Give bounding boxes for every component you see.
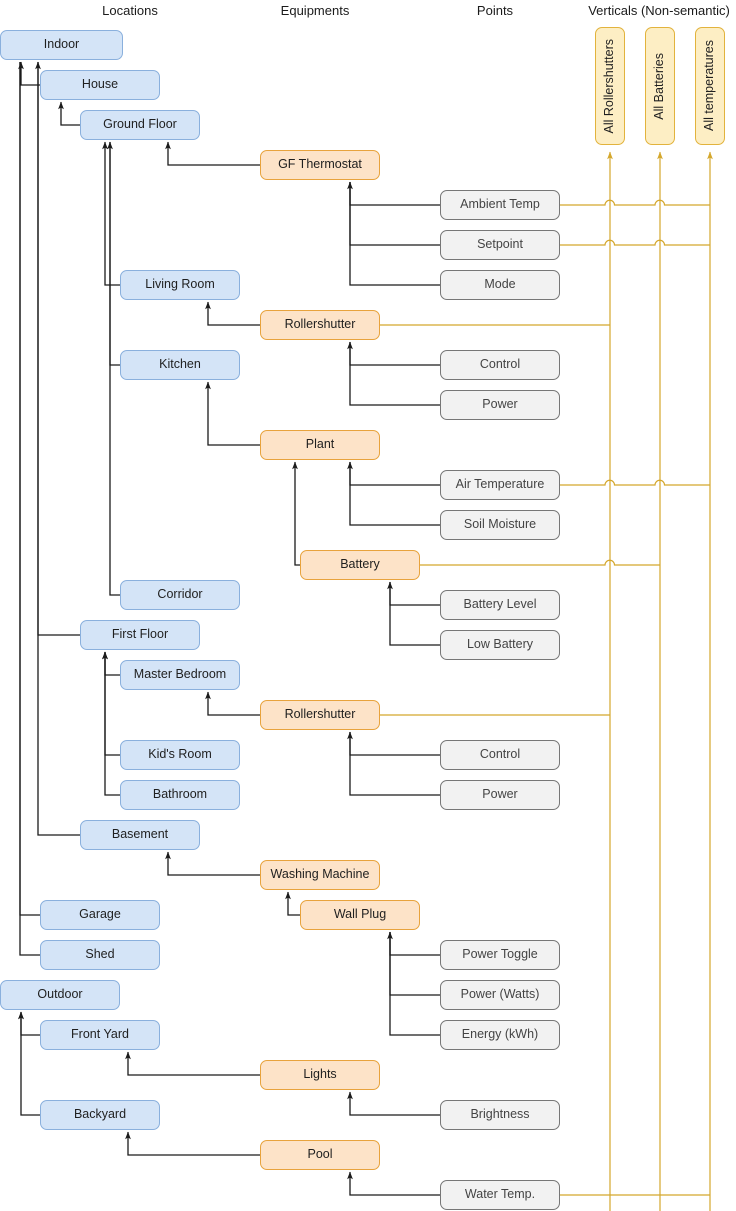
column-header-verticals: Verticals (Non-semantic) [588, 3, 730, 18]
node-label: Rollershutter [284, 317, 356, 332]
node-house[interactable]: House [40, 70, 160, 100]
node-ground-floor[interactable]: Ground Floor [80, 110, 200, 140]
node-label: Power [482, 787, 518, 802]
node-label: Wall Plug [333, 907, 387, 922]
node-energy-kwh[interactable]: Energy (kWh) [440, 1020, 560, 1050]
node-mode[interactable]: Mode [440, 270, 560, 300]
node-control-ground-floor[interactable]: Control [440, 350, 560, 380]
node-label: House [81, 77, 119, 92]
node-label: All Batteries [652, 52, 667, 120]
node-label: Kid's Room [148, 747, 212, 762]
vertical-edges [380, 151, 713, 1211]
node-label: All Rollershutters [602, 38, 617, 134]
node-all-batteries[interactable]: All Batteries [645, 27, 675, 145]
node-setpoint[interactable]: Setpoint [440, 230, 560, 260]
node-soil-moisture[interactable]: Soil Moisture [440, 510, 560, 540]
node-label: Power (Watts) [460, 987, 540, 1002]
node-label: Water Temp. [464, 1187, 536, 1202]
node-power-toggle[interactable]: Power Toggle [440, 940, 560, 970]
column-header-locations: Locations [102, 3, 158, 18]
node-label: Ambient Temp [460, 197, 540, 212]
node-label: Mode [484, 277, 516, 292]
node-kids-room[interactable]: Kid's Room [120, 740, 240, 770]
equipment-equipment-edges [285, 461, 300, 916]
node-label: Power [482, 397, 518, 412]
node-label: Setpoint [477, 237, 523, 252]
node-power-ground-floor[interactable]: Power [440, 390, 560, 420]
node-all-rollershutters[interactable]: All Rollershutters [595, 27, 625, 145]
node-washing-machine[interactable]: Washing Machine [260, 860, 380, 890]
node-brightness[interactable]: Brightness [440, 1100, 560, 1130]
node-label: Lights [303, 1067, 337, 1082]
node-indoor[interactable]: Indoor [0, 30, 123, 60]
node-label: Outdoor [37, 987, 83, 1002]
node-water-temp[interactable]: Water Temp. [440, 1180, 560, 1210]
node-first-floor[interactable]: First Floor [80, 620, 200, 650]
node-label: Indoor [43, 37, 80, 52]
node-low-battery[interactable]: Low Battery [440, 630, 560, 660]
node-label: Plant [305, 437, 335, 452]
node-label: Front Yard [71, 1027, 129, 1042]
node-label: Energy (kWh) [461, 1027, 539, 1042]
node-label: Rollershutter [284, 707, 356, 722]
node-all-temperatures[interactable]: All temperatures [695, 27, 725, 145]
node-label: GF Thermostat [278, 157, 362, 172]
node-label: Battery Level [463, 597, 537, 612]
column-header-equipments: Equipments [280, 3, 350, 18]
node-shed[interactable]: Shed [40, 940, 160, 970]
node-label: Backyard [73, 1107, 127, 1122]
node-label: Low Battery [466, 637, 533, 652]
node-label: Power Toggle [462, 947, 538, 962]
node-power-watts[interactable]: Power (Watts) [440, 980, 560, 1010]
node-pool[interactable]: Pool [260, 1140, 380, 1170]
node-garage[interactable]: Garage [40, 900, 160, 930]
node-front-yard[interactable]: Front Yard [40, 1020, 160, 1050]
node-label: Garage [79, 907, 121, 922]
node-battery[interactable]: Battery [300, 550, 420, 580]
node-power-first-floor[interactable]: Power [440, 780, 560, 810]
node-label: First Floor [111, 627, 169, 642]
node-ambient-temp[interactable]: Ambient Temp [440, 190, 560, 220]
node-corridor[interactable]: Corridor [120, 580, 240, 610]
node-label: Battery [340, 557, 380, 572]
node-label: Basement [111, 827, 169, 842]
node-label: Brightness [470, 1107, 530, 1122]
node-label: Living Room [145, 277, 215, 292]
node-label: Air Temperature [455, 477, 545, 492]
node-rollershutter-first-floor[interactable]: Rollershutter [260, 700, 380, 730]
node-label: Kitchen [159, 357, 201, 372]
node-rollershutter-ground-floor[interactable]: Rollershutter [260, 310, 380, 340]
node-outdoor[interactable]: Outdoor [0, 980, 120, 1010]
node-living-room[interactable]: Living Room [120, 270, 240, 300]
node-master-bedroom[interactable]: Master Bedroom [120, 660, 240, 690]
node-wall-plug[interactable]: Wall Plug [300, 900, 420, 930]
node-label: Corridor [157, 587, 203, 602]
node-basement[interactable]: Basement [80, 820, 200, 850]
node-label: Ground Floor [103, 117, 177, 132]
node-label: Master Bedroom [133, 667, 227, 682]
node-label: All temperatures [702, 40, 717, 132]
node-bathroom[interactable]: Bathroom [120, 780, 240, 810]
node-label: Pool [307, 1147, 333, 1162]
node-gf-thermostat[interactable]: GF Thermostat [260, 150, 380, 180]
node-label: Shed [85, 947, 115, 962]
column-header-points: Points [476, 3, 514, 18]
node-label: Control [479, 747, 521, 762]
node-plant[interactable]: Plant [260, 430, 380, 460]
node-label: Bathroom [152, 787, 208, 802]
node-control-first-floor[interactable]: Control [440, 740, 560, 770]
node-backyard[interactable]: Backyard [40, 1100, 160, 1130]
node-label: Washing Machine [270, 867, 370, 882]
node-label: Control [479, 357, 521, 372]
node-lights[interactable]: Lights [260, 1060, 380, 1090]
node-air-temperature[interactable]: Air Temperature [440, 470, 560, 500]
node-battery-level[interactable]: Battery Level [440, 590, 560, 620]
node-kitchen[interactable]: Kitchen [120, 350, 240, 380]
node-label: Soil Moisture [463, 517, 537, 532]
